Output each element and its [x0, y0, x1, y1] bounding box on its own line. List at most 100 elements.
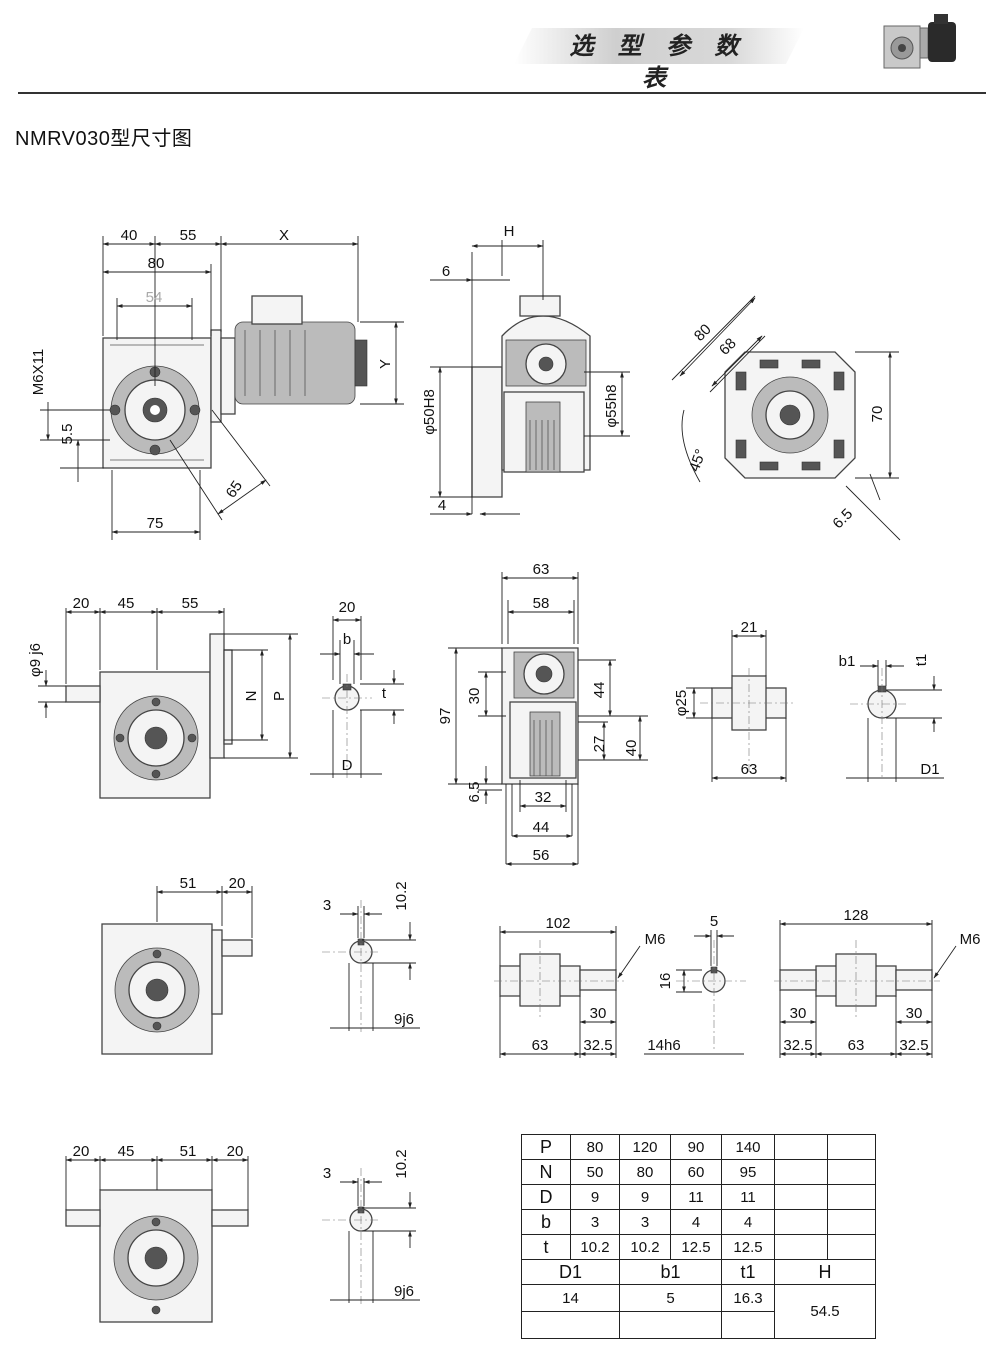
dim-102: 102 [545, 915, 570, 932]
dim-30: 30 [466, 688, 483, 705]
table-cell: D [521, 1184, 571, 1210]
dim-63: 63 [533, 561, 550, 578]
dim-32-5-left: 32.5 [783, 1037, 812, 1054]
table-cell: t [521, 1234, 571, 1260]
table-cell: 80 [619, 1159, 671, 1185]
dim-32-5-right: 32.5 [899, 1037, 928, 1054]
view-motor-front: 40 55 X 80 54 Y M6X11 5.5 75 65 [30, 227, 404, 540]
table-cell [827, 1134, 876, 1160]
dim-b1: b1 [839, 653, 856, 670]
header-title: 选 型 参 数 表 [569, 32, 747, 92]
view-shaft-double: 128 M6 30 30 32.5 63 32.5 [774, 907, 980, 1058]
table-cell [774, 1184, 828, 1210]
table-cell: 14 [521, 1284, 620, 1312]
table-cell: 3 [570, 1209, 620, 1235]
table-cell: 12.5 [721, 1234, 775, 1260]
page-title: NMRV030型尺寸图 [15, 128, 193, 150]
view-hollow-shaft: 21 φ25 63 [673, 619, 796, 782]
table-row: t 10.2 10.2 12.5 12.5 [521, 1234, 876, 1260]
table-cell: 80 [570, 1134, 620, 1160]
table-cell: t1 [721, 1259, 775, 1285]
dim-x: X [279, 227, 289, 244]
dim-14h6: 14h6 [647, 1037, 680, 1054]
dim-40: 40 [623, 740, 640, 757]
table-cell: 4 [721, 1209, 775, 1235]
dim-6-5: 6.5 [829, 505, 856, 532]
dim-p: P [271, 691, 288, 701]
dim-51: 51 [180, 1143, 197, 1160]
table-cell: 16.3 [721, 1284, 775, 1312]
dim-20: 20 [73, 595, 90, 612]
dim-5-5: 5.5 [59, 424, 76, 445]
dim-128: 128 [843, 907, 868, 924]
table-row: D 9 9 11 11 [521, 1184, 876, 1210]
dim-97: 97 [437, 708, 454, 725]
dim-63: 63 [848, 1037, 865, 1054]
table-cell: N [521, 1159, 571, 1185]
dim-m6: M6 [645, 931, 666, 948]
dim-9j6: 9j6 [394, 1283, 414, 1300]
dim-55: 55 [180, 227, 197, 244]
table-row: P 80 120 90 140 [521, 1134, 876, 1160]
table-cell [619, 1311, 722, 1339]
table-cell: 5 [619, 1284, 722, 1312]
table-cell [774, 1134, 828, 1160]
header-rule [18, 92, 986, 94]
table-cell: 50 [570, 1159, 620, 1185]
dim-45: 45 [118, 595, 135, 612]
header-banner [514, 28, 804, 64]
dim-30-left: 30 [790, 1005, 807, 1022]
dim-20: 20 [339, 599, 356, 616]
dim-63: 63 [532, 1037, 549, 1054]
dim-d: D [342, 757, 353, 774]
table-cell: P [521, 1134, 571, 1160]
table-row [521, 1311, 876, 1339]
dim-angle-45: 45° [686, 447, 710, 474]
table-cell [774, 1159, 828, 1185]
dim-54: 54 [146, 289, 163, 306]
table-cell: 4 [670, 1209, 722, 1235]
table-cell: 11 [721, 1184, 775, 1210]
dim-5: 5 [710, 913, 718, 930]
dim-45: 45 [118, 1143, 135, 1160]
dim-32-5: 32.5 [583, 1037, 612, 1054]
dim-t1: t1 [913, 654, 930, 667]
table-cell [774, 1209, 828, 1235]
table-cell: 120 [619, 1134, 671, 1160]
dim-t: t [382, 685, 387, 702]
view-shaft-single: 102 M6 30 63 32.5 [494, 915, 665, 1058]
table-row: D1 b1 t1 H [521, 1259, 876, 1285]
dim-63: 63 [741, 761, 758, 778]
dim-n: N [243, 691, 260, 702]
table-cell: 140 [721, 1134, 775, 1160]
dim-9j6: 9j6 [394, 1011, 414, 1028]
dim-20-left: 20 [73, 1143, 90, 1160]
dim-m6: M6 [960, 931, 981, 948]
dim-55: 55 [182, 595, 199, 612]
dim-phi9j6: φ9 j6 [27, 643, 44, 677]
view-side: H 6 φ50H8 φ55h8 4 [421, 223, 630, 516]
dim-6: 6 [442, 263, 450, 280]
dim-80: 80 [691, 321, 715, 345]
view-output-section-bottom: 3 10.2 9j6 [322, 1149, 420, 1304]
table-cell: D1 [521, 1259, 620, 1285]
dim-21: 21 [741, 619, 758, 636]
dim-44-bottom: 44 [533, 819, 550, 836]
table-cell [521, 1311, 620, 1339]
dim-56: 56 [533, 847, 550, 864]
table-cell: 9 [619, 1184, 671, 1210]
spec-table: P 80 120 90 140 N 50 80 60 95 D 9 9 11 1… [521, 1134, 876, 1339]
dim-phi25: φ25 [673, 690, 690, 716]
table-cell [827, 1209, 876, 1235]
table-cell [827, 1159, 876, 1185]
view-output-shaft: 51 20 [101, 875, 253, 1055]
dim-58: 58 [533, 595, 550, 612]
table-row: b 3 3 4 4 [521, 1209, 876, 1235]
dim-h: H [504, 223, 515, 240]
view-output-section: 3 10.2 9j6 [322, 881, 420, 1032]
dim-3: 3 [323, 897, 331, 914]
table-cell [721, 1311, 775, 1339]
view-flange: 80 68 70 45° 6.5 [671, 295, 901, 541]
dim-70: 70 [869, 406, 886, 423]
